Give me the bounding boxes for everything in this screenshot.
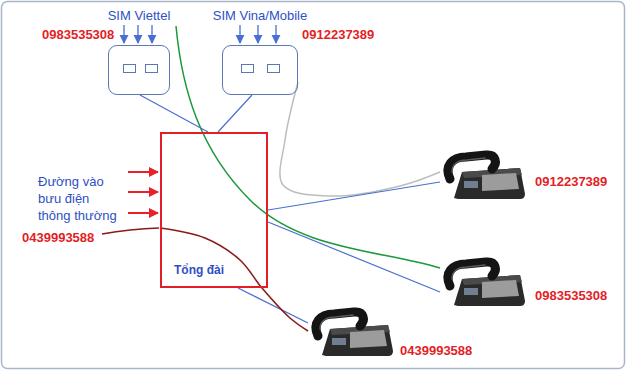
connector-line xyxy=(268,182,440,210)
phone-icon xyxy=(440,255,526,307)
switchboard-box: Tổng đài xyxy=(160,132,268,288)
trunk-input-arrows xyxy=(128,172,158,213)
phone-number: 0912237389 xyxy=(302,26,374,43)
sim-box: SIM Vina/Mobile xyxy=(222,45,298,95)
sim-input-arrows xyxy=(124,25,276,43)
connector-line xyxy=(268,222,440,292)
phone-node: 0439993588 xyxy=(308,305,475,359)
connector-line xyxy=(280,82,440,196)
phone-icon xyxy=(440,148,526,200)
sim-group-label: SIM Viettel xyxy=(108,8,171,24)
trunk-label: Đường vào bưu điện thông thường xyxy=(38,173,124,224)
sim-box: SIM Viettel xyxy=(108,45,170,95)
sim-slot xyxy=(145,64,158,73)
phone-number: 0912237389 xyxy=(535,174,607,190)
phone-number: 0983535308 xyxy=(535,288,607,304)
phone-number: 0439993588 xyxy=(400,343,472,359)
trunk-line xyxy=(102,228,159,234)
phone-node: 0983535308 xyxy=(440,255,610,307)
phone-number: 0439993588 xyxy=(22,229,94,246)
connector-line xyxy=(218,95,252,132)
green-line xyxy=(176,26,440,268)
phone-number: 0983535308 xyxy=(42,26,114,43)
connector-line xyxy=(160,228,308,331)
sim-slot xyxy=(123,64,136,73)
phone-node: 0912237389 xyxy=(440,148,610,200)
sim-slot xyxy=(267,64,280,73)
sim-group-label: SIM Vina/Mobile xyxy=(213,8,307,24)
switchboard-label: Tổng đài xyxy=(174,262,224,278)
connector-line xyxy=(140,95,208,132)
phone-icon xyxy=(308,305,394,357)
connector-line xyxy=(238,288,308,323)
sim-slot xyxy=(241,64,254,73)
